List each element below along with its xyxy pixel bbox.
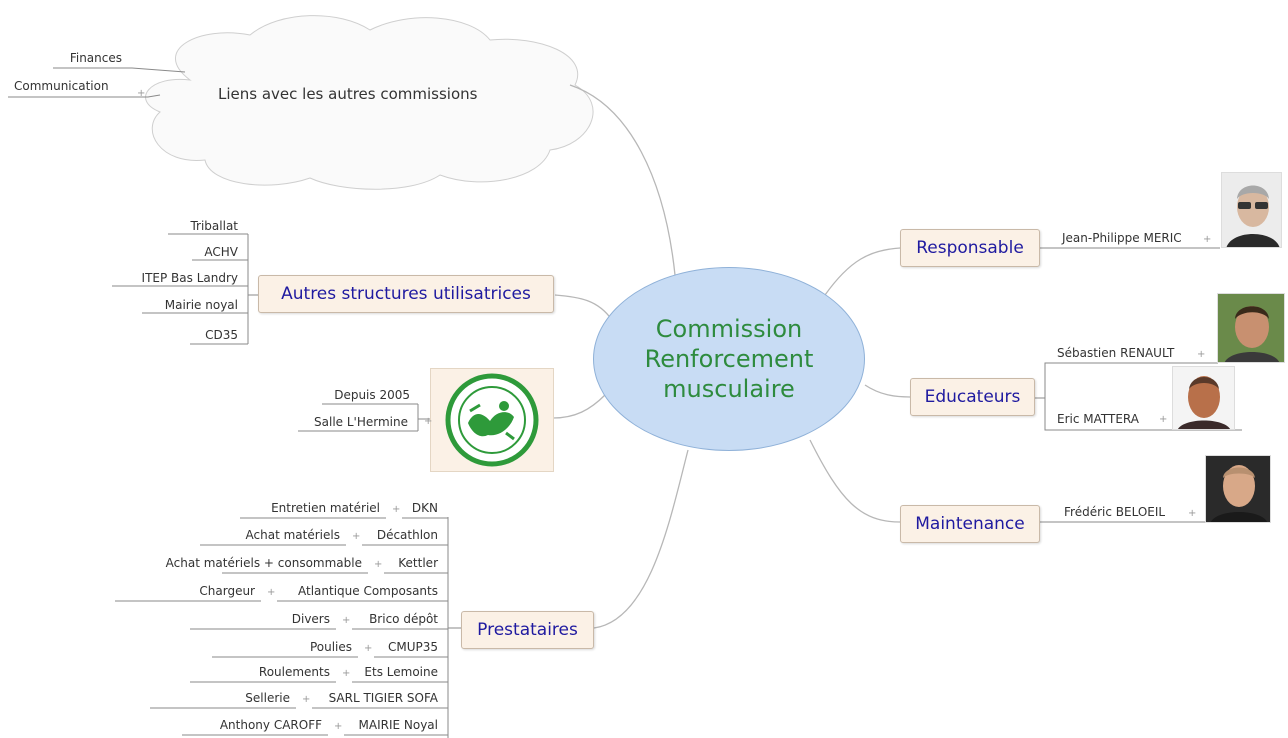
prestataire-item[interactable]: Achat matériels + consommable (165, 556, 362, 570)
prestataires-underlines (115, 517, 448, 736)
collapse-plus-icon[interactable]: + (302, 694, 311, 705)
photo-meric (1221, 172, 1282, 248)
topic-label: Prestataires (477, 620, 578, 640)
prestataire-vendor[interactable]: SARL TIGIER SOFA (328, 691, 438, 705)
cloud-topic-label[interactable]: Liens avec les autres commissions (218, 85, 478, 103)
photo-renault (1217, 293, 1285, 363)
person-meric[interactable]: Jean-Philippe MERIC (1062, 231, 1182, 245)
connectors (552, 84, 911, 629)
prestataire-vendor[interactable]: CMUP35 (387, 640, 438, 654)
person-beloeil[interactable]: Frédéric BELOEIL (1064, 505, 1166, 519)
prestataire-vendor[interactable]: Décathlon (376, 528, 438, 542)
prestataire-item[interactable]: Achat matériels (245, 528, 340, 542)
collapse-plus-icon[interactable]: + (424, 416, 433, 427)
prestataire-vendor[interactable]: DKN (411, 501, 438, 515)
collapse-plus-icon[interactable]: + (1159, 414, 1168, 425)
collapse-plus-icon[interactable]: + (267, 587, 276, 598)
autres-child[interactable]: Mairie noyal (164, 298, 238, 312)
prestataire-vendor[interactable]: Brico dépôt (369, 612, 438, 626)
collapse-plus-icon[interactable]: + (342, 615, 351, 626)
topic-label: Maintenance (915, 514, 1025, 534)
person-photo-icon (1206, 456, 1270, 522)
collapse-plus-icon[interactable]: + (1203, 234, 1212, 245)
club-logo-icon (445, 373, 539, 467)
cloud-shape (145, 15, 594, 190)
central-topic[interactable]: Commission Renforcement musculaire (593, 267, 865, 451)
topic-responsable[interactable]: Responsable (900, 229, 1040, 267)
prestataire-item[interactable]: Sellerie (245, 691, 290, 705)
prestataire-item[interactable]: Poulies (309, 640, 352, 654)
logo-child-salle[interactable]: Salle L'Hermine (314, 415, 408, 429)
prestataire-item[interactable]: Entretien matériel (271, 501, 380, 515)
collapse-plus-icon[interactable]: + (1188, 508, 1197, 519)
collapse-plus-icon[interactable]: + (342, 668, 351, 679)
person-mattera[interactable]: Eric MATTERA (1057, 412, 1139, 426)
collapse-plus-icon[interactable]: + (374, 559, 383, 570)
branch-lines (8, 67, 1242, 738)
prestataire-vendor[interactable]: Ets Lemoine (364, 665, 438, 679)
person-photo-icon (1222, 173, 1281, 247)
topic-autres-structures[interactable]: Autres structures utilisatrices (258, 275, 554, 313)
prestataire-vendor[interactable]: Kettler (398, 556, 438, 570)
central-line-2: Renforcement (644, 345, 814, 373)
photo-beloeil (1205, 455, 1271, 523)
logo-child-depuis[interactable]: Depuis 2005 (334, 388, 410, 402)
cloud-child-communication[interactable]: Communication (14, 79, 109, 93)
cloud-child-finances[interactable]: Finances (69, 51, 122, 65)
topic-maintenance[interactable]: Maintenance (900, 505, 1040, 543)
collapse-plus-icon[interactable]: + (334, 721, 343, 732)
central-line-1: Commission (655, 315, 803, 343)
collapse-plus-icon[interactable]: + (392, 504, 401, 515)
topic-label: Educateurs (924, 387, 1021, 407)
prestataire-item[interactable]: Roulements (258, 665, 330, 679)
prestataire-item[interactable]: Divers (291, 612, 330, 626)
prestataire-item[interactable]: Anthony CAROFF (219, 718, 322, 732)
prestataire-item[interactable]: Chargeur (199, 584, 255, 598)
autres-child[interactable]: ACHV (204, 245, 238, 259)
topic-label: Responsable (916, 238, 1024, 258)
central-line-3: musculaire (663, 375, 795, 403)
prestataire-vendor[interactable]: Atlantique Composants (298, 584, 438, 598)
collapse-plus-icon[interactable]: + (364, 643, 373, 654)
person-renault[interactable]: Sébastien RENAULT (1057, 346, 1175, 360)
person-photo-icon (1218, 294, 1284, 362)
topic-label: Autres structures utilisatrices (281, 284, 531, 304)
collapse-plus-icon[interactable]: + (137, 88, 146, 99)
person-photo-icon (1173, 367, 1234, 429)
autres-child[interactable]: CD35 (205, 328, 238, 342)
autres-child[interactable]: ITEP Bas Landry (141, 271, 238, 285)
collapse-plus-icon[interactable]: + (1197, 349, 1206, 360)
collapse-plus-icon[interactable]: + (352, 531, 361, 542)
club-logo-node[interactable] (430, 368, 554, 472)
photo-mattera (1172, 366, 1235, 430)
topic-prestataires[interactable]: Prestataires (461, 611, 594, 649)
autres-child[interactable]: Triballat (190, 219, 238, 233)
topic-educateurs[interactable]: Educateurs (910, 378, 1035, 416)
prestataire-vendor[interactable]: MAIRIE Noyal (358, 718, 438, 732)
